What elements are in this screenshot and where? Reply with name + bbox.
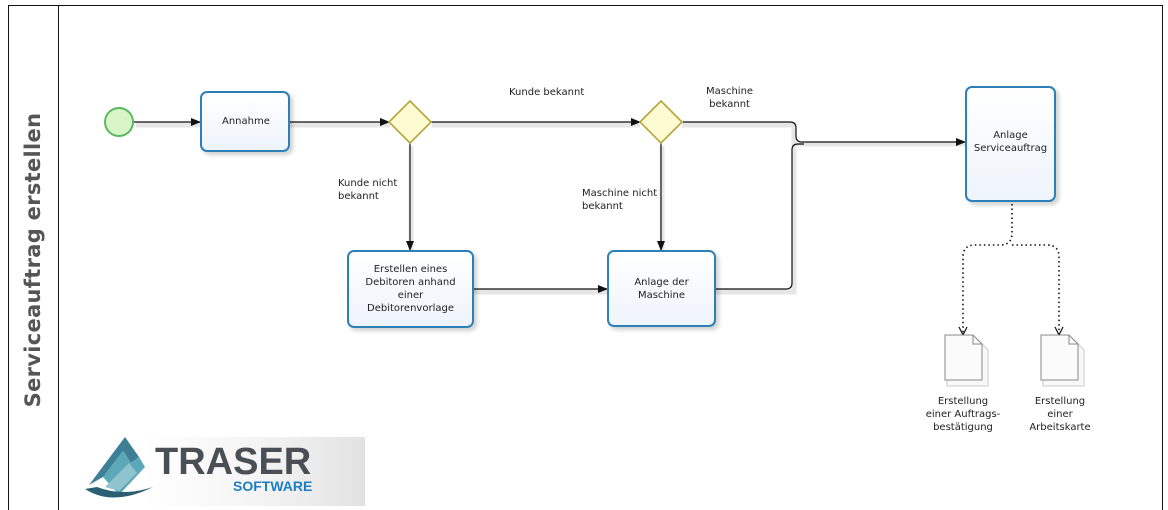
logo-wordmark: TRASER (155, 441, 312, 483)
label-maschine-bekannt: Maschine bekannt (706, 86, 754, 110)
flow-maschine-bekannt (683, 121, 966, 146)
pool-frame (8, 5, 1163, 510)
label-auftragsbestaetigung: Erstellung einer Auftrags- bestätigung (925, 396, 1001, 433)
label-maschine-nicht-bekannt: Maschine nicht bekannt (582, 188, 658, 212)
document-icon-auftragsbestaetigung[interactable] (944, 334, 989, 387)
gateway-kunde[interactable] (387, 99, 433, 145)
task-anlage-serviceauftrag[interactable]: Anlage Serviceauftrag (965, 86, 1056, 202)
start-event[interactable] (104, 107, 134, 137)
label-arbeitskarte: Erstellung einer Arbeitskarte (1029, 396, 1091, 433)
flow-shadows (136, 122, 965, 295)
label-kunde-nicht-bekannt: Kunde nicht bekannt (338, 178, 398, 202)
flow-maschine-to-serviceauftrag (716, 143, 804, 290)
association-serviceauftrag-split (963, 204, 1013, 334)
traser-logo-mark (85, 437, 365, 506)
task-annahme[interactable]: Annahme (200, 91, 290, 152)
task-debitor-erstellen[interactable]: Erstellen eines Debitoren anhand einer D… (347, 250, 474, 328)
document-icon-arbeitskarte[interactable] (1040, 334, 1085, 387)
traser-logo: TRASER SOFTWARE (83, 433, 365, 506)
task-anlage-maschine[interactable]: Anlage der Maschine (607, 250, 716, 327)
gateway-maschine[interactable] (638, 99, 684, 145)
logo-subline: SOFTWARE (233, 478, 313, 494)
association-to-arbeitskarte (1012, 244, 1059, 334)
label-kunde-bekannt: Kunde bekannt (509, 87, 585, 98)
lane-divider (58, 5, 59, 510)
